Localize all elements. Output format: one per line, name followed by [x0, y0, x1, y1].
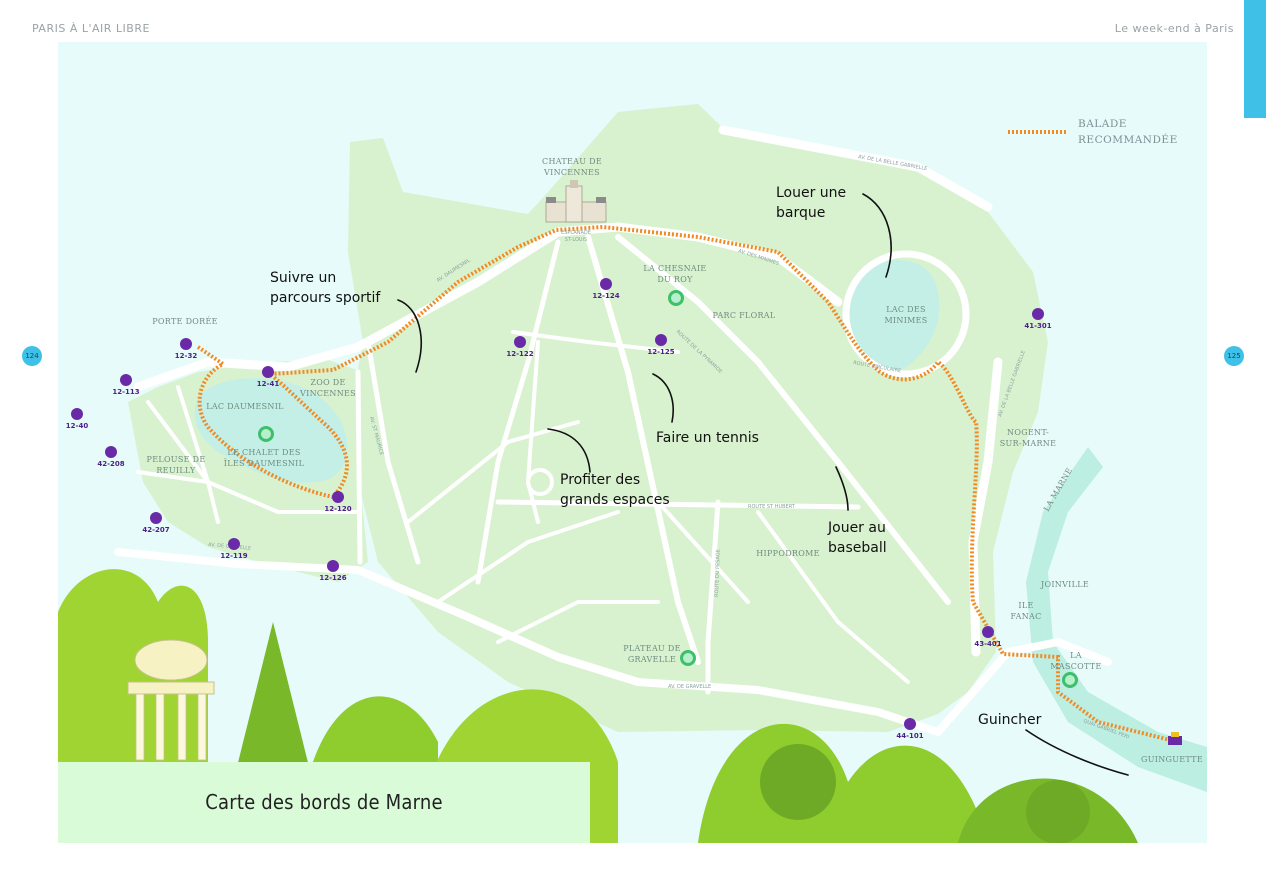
velib-icon [180, 338, 192, 350]
label-chateau-1: CHATEAU DE [542, 157, 602, 166]
roads [114, 125, 1112, 736]
label-pelouse-1: PELOUSE DE [147, 455, 206, 464]
map-canvas: BALADE RECOMMANDÉE CHATEAU DE VINCENNES … [58, 104, 1207, 843]
balade-route [196, 224, 1179, 744]
velib-stop-label: 42-208 [97, 460, 124, 468]
label-minimes-2: MINIMES [884, 316, 927, 325]
velib-stops: 12-124 12-125 12-122 12-32 12-41 12-113 12-40 4… [66, 278, 1052, 740]
velib-icon [332, 491, 344, 503]
guinguette-icon [1168, 732, 1182, 745]
map: BALADE RECOMMANDÉE CHATEAU DE VINCENNES … [58, 42, 1207, 843]
legend-text-2: RECOMMANDÉE [1078, 132, 1178, 146]
la-marne-river [1026, 447, 1207, 792]
park-main [348, 104, 1048, 732]
chateau-icon [545, 180, 607, 223]
label-pelouse-2: REUILLY [156, 466, 196, 475]
activity-baseball-1: Jouer au [827, 520, 886, 536]
header-left: PARIS À L'AIR LIBRE [32, 22, 150, 35]
road-pesage: ROUTE DU PESAGE [714, 549, 722, 597]
activity-barque-1: Louer une [776, 185, 846, 201]
activity-parcours-1: Suivre un [270, 270, 336, 286]
label-joinville: JOINVILLE [1040, 580, 1089, 589]
legend-text-1: BALADE [1078, 118, 1127, 130]
velib-icon [71, 408, 83, 420]
label-nogent-2: SUR-MARNE [1000, 439, 1056, 448]
label-zoo-1: ZOO DE [310, 378, 345, 387]
activity-espaces-2: grands espaces [560, 492, 670, 508]
label-chateau-2: VINCENNES [543, 168, 600, 177]
velib-stop-label: 12-122 [506, 350, 533, 358]
velib-stop-label: 42-207 [142, 526, 169, 534]
label-chalet-2: ÎLES DAUMESNIL [224, 459, 305, 468]
page-number-right: 125 [1224, 346, 1244, 366]
road-st-hubert: ROUTE ST HUBERT [748, 504, 796, 510]
velib-icon [514, 336, 526, 348]
label-esplanade-2: ST-LOUIS [565, 237, 587, 243]
road-gravelle-bottom: AV. DE GRAVELLE [668, 684, 711, 690]
velib-icon [600, 278, 612, 290]
minimes-ring-road [842, 250, 970, 378]
velib-icon [228, 538, 240, 550]
activity-espaces-1: Profiter des [560, 472, 640, 488]
label-chesnaie-2: DU ROY [657, 275, 693, 284]
label-parc-floral: PARC FLORAL [713, 311, 776, 320]
velib-icon [105, 446, 117, 458]
temple-icon [127, 639, 215, 761]
label-porte-doree: PORTE DORÉE [152, 317, 218, 326]
activity-barque-2: barque [776, 205, 825, 221]
velib-stop-label: 12-120 [324, 505, 351, 513]
label-nogent-1: NOGENT- [1007, 428, 1049, 437]
caption-box: Carte des bords de Marne [58, 762, 590, 843]
label-esplanade-1: ESPLANADE [561, 230, 591, 236]
label-minimes-1: LAC DES [886, 305, 926, 314]
side-tab [1244, 0, 1266, 118]
velib-stop-label: 41-301 [1024, 322, 1051, 330]
map-caption: Carte des bords de Marne [205, 790, 443, 814]
label-plateau-1: PLATEAU DE [623, 644, 681, 653]
velib-icon [904, 718, 916, 730]
velib-stop-label: 12-125 [647, 348, 674, 356]
velib-stop-label: 12-119 [220, 552, 247, 560]
restaurant-icon [680, 650, 696, 666]
activity-guincher: Guincher [978, 712, 1042, 728]
velib-stop-label: 12-124 [592, 292, 619, 300]
velib-stop-label: 12-113 [112, 388, 139, 396]
label-mascotte-2: MASCOTTE [1050, 662, 1101, 671]
restaurant-icon [668, 290, 684, 306]
restaurant-icon [258, 426, 274, 442]
label-ile-fanac-2: FANAC [1010, 612, 1041, 621]
velib-icon [655, 334, 667, 346]
velib-icon [262, 366, 274, 378]
label-chesnaie-1: LA CHESNAIE [643, 264, 706, 273]
page-number-left: 124 [22, 346, 42, 366]
activity-tennis: Faire un tennis [656, 430, 759, 446]
restaurant-icon [1062, 672, 1078, 688]
velib-icon [1032, 308, 1044, 320]
velib-stop-label: 12-41 [257, 380, 280, 388]
velib-icon [120, 374, 132, 386]
label-guinguette: GUINGUETTE [1141, 755, 1203, 764]
label-hippodrome: HIPPODROME [756, 549, 820, 558]
activity-parcours-2: parcours sportif [270, 290, 381, 306]
label-lac-daumesnil: LAC DAUMESNIL [206, 402, 284, 411]
label-ile-fanac-1: ILE [1018, 601, 1033, 610]
activity-pointers [397, 193, 1129, 776]
roundabout [526, 468, 554, 496]
lac-minimes [848, 259, 940, 373]
velib-stop-label: 44-101 [896, 732, 923, 740]
velib-stop-label: 12-126 [319, 574, 346, 582]
velib-icon [150, 512, 162, 524]
velib-icon [327, 560, 339, 572]
header-right: Le week-end à Paris [1114, 22, 1234, 35]
velib-stop-label: 12-40 [66, 422, 89, 430]
label-chalet-1: LE CHALET DES [227, 448, 300, 457]
label-mascotte-1: LA [1070, 651, 1082, 660]
label-plateau-2: GRAVELLE [628, 655, 676, 664]
velib-stop-label: 43-401 [974, 640, 1001, 648]
activity-baseball-2: baseball [828, 540, 887, 556]
label-zoo-2: VINCENNES [299, 389, 356, 398]
velib-stop-label: 12-32 [175, 352, 198, 360]
velib-icon [982, 626, 994, 638]
